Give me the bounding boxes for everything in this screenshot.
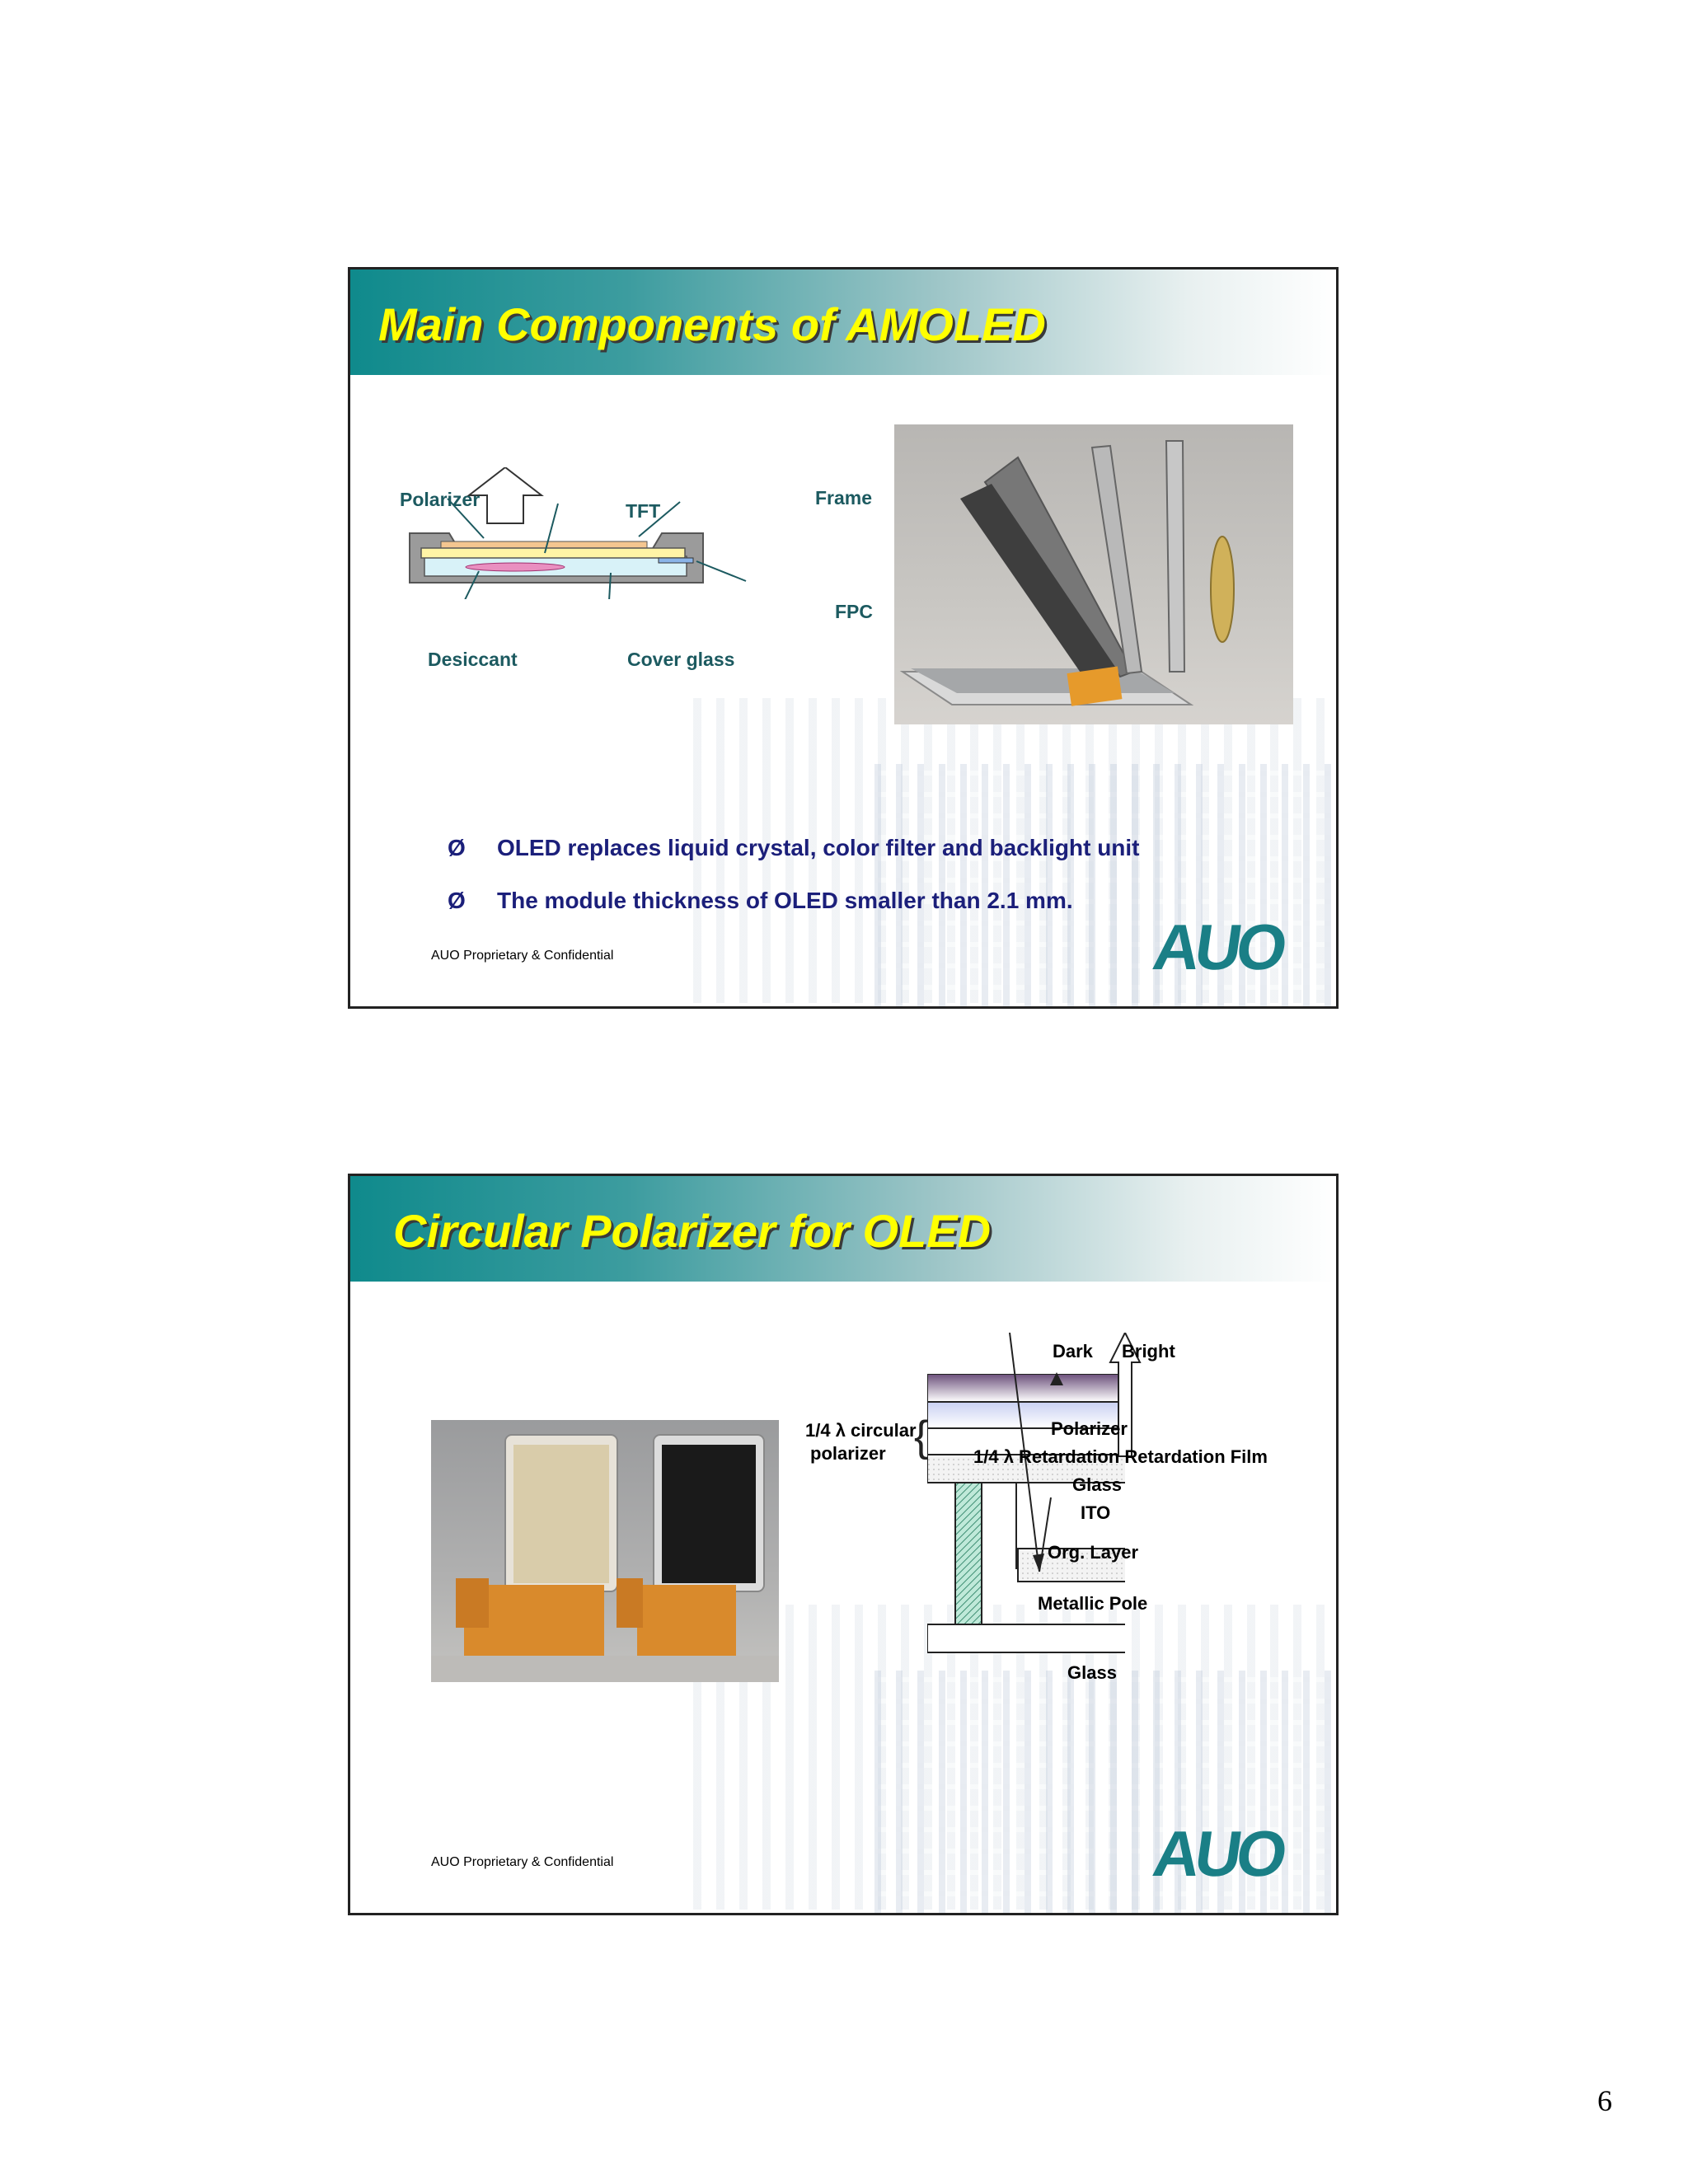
bullet-text: The module thickness of OLED smaller tha… — [497, 888, 1073, 913]
layer-metallic-pole: Metallic Pole — [1038, 1593, 1148, 1614]
layer-ito: ITO — [1081, 1502, 1111, 1523]
auo-logo: AUO — [1148, 911, 1287, 983]
oled-layer-stack-diagram — [927, 1374, 1125, 1653]
footer-confidential: AUO Proprietary & Confidential — [431, 949, 614, 963]
label-fpc: FPC — [835, 601, 873, 622]
bullet-text: OLED replaces liquid crystal, color filt… — [497, 835, 1140, 860]
layer-polarizer: Polarizer — [1051, 1418, 1128, 1439]
label-bright: Bright — [1122, 1341, 1175, 1361]
label-circular-polarizer-2: polarizer — [810, 1443, 886, 1464]
title-bar — [350, 1176, 1336, 1282]
layer-retardation: 1/4 λ Retardation Retardation Film — [973, 1446, 1268, 1467]
title-bar — [350, 269, 1336, 375]
oled-panels-photo — [431, 1420, 779, 1682]
background-pattern — [874, 764, 1336, 1006]
brace-icon: { — [914, 1413, 929, 1460]
slide-main-components: Main Components of AMOLED Polarizer TFT … — [348, 267, 1339, 1009]
label-circular-polarizer: 1/4 λ circular — [805, 1420, 917, 1441]
layer-org: Org. Layer — [1048, 1542, 1139, 1563]
bullet-mark: Ø — [448, 835, 466, 860]
bullet-item: Ø The module thickness of OLED smaller th… — [448, 888, 1073, 914]
slide-title: Main Components of AMOLED — [378, 298, 1046, 350]
label-frame: Frame — [815, 487, 873, 509]
bullet-item: Ø OLED replaces liquid crystal, color fil… — [448, 835, 1140, 861]
amoled-cross-section-diagram — [409, 467, 747, 599]
background-pattern — [874, 1671, 1336, 1913]
footer-confidential: AUO Proprietary & Confidential — [431, 1855, 614, 1869]
label-desiccant: Desiccant — [428, 649, 518, 670]
layer-glass-top: Glass — [1072, 1474, 1122, 1495]
layer-glass-bottom: Glass — [1067, 1662, 1117, 1683]
label-dark: Dark — [1053, 1341, 1093, 1361]
label-cover-glass: Cover glass — [627, 649, 735, 670]
light-path-arrows — [1009, 1333, 1142, 1572]
label-polarizer: Polarizer — [400, 489, 481, 510]
label-tft: TFT — [626, 500, 661, 522]
amoled-module-photo — [894, 424, 1293, 724]
auo-logo: AUO — [1148, 1817, 1287, 1890]
slide-circular-polarizer: Circular Polarizer for OLED — [348, 1174, 1339, 1915]
slide-title: Circular Polarizer for OLED — [393, 1205, 992, 1257]
bullet-mark: Ø — [448, 888, 466, 913]
page-number: 6 — [1597, 2084, 1612, 2117]
